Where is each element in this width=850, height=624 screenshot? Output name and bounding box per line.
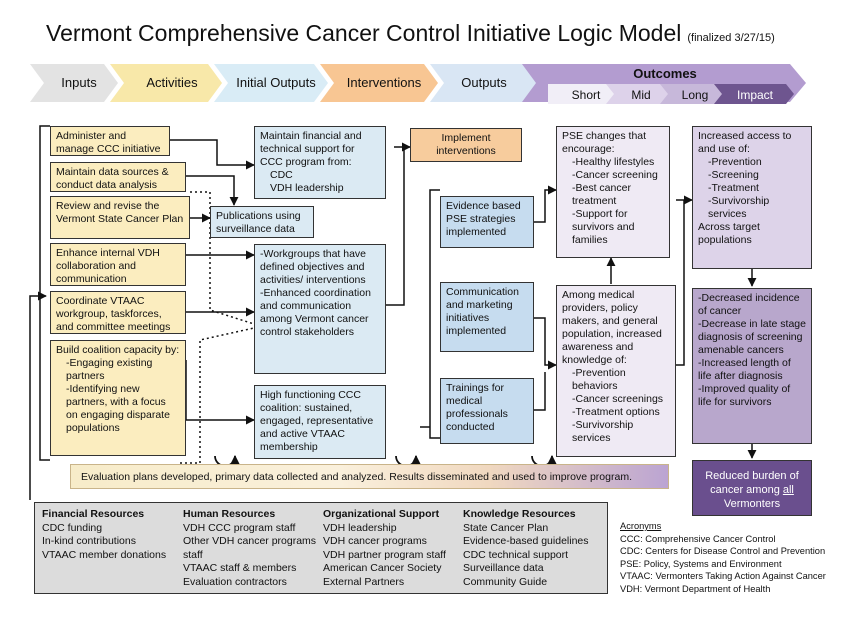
resource-human: Human Resources VDH CCC program staff Ot… (183, 508, 321, 589)
phase-impact: Impact (736, 88, 773, 102)
stage-initial-outputs: Initial Outputs (236, 75, 316, 90)
stage-arrow-outputs (430, 64, 538, 102)
resource-title: Human Resources (183, 508, 276, 520)
input-vtaac-coordination: Coordinate VTAAC workgroup, taskforces, … (50, 291, 186, 334)
pse-item: -Healthy lifestyles (572, 156, 655, 168)
input-state-plan: Review and revise the Vermont State Canc… (50, 196, 190, 239)
resource-knowledge: Knowledge Resources State Cancer Plan Ev… (463, 508, 603, 589)
financial-item: CDC (270, 169, 293, 181)
title-note: (finalized 3/27/15) (687, 32, 775, 44)
phase-arrow-mid (606, 84, 674, 104)
stage-arrow-initial-outputs (214, 64, 328, 102)
stage-arrow-activities (110, 64, 222, 102)
resource-organizational: Organizational Support VDH leadership VD… (323, 508, 461, 589)
awareness-item: -Treatment options (572, 406, 660, 418)
input-data-sources: Maintain data sources & conduct data ana… (50, 162, 186, 192)
pse-item: -Support for survivors and families (572, 208, 635, 246)
pse-lead: PSE changes that encourage: (562, 130, 647, 155)
phase-long: Long (681, 88, 709, 102)
stage-arrow-interventions (320, 64, 438, 102)
financial-item: VDH leadership (270, 182, 344, 194)
workgroups-item: -Workgroups that have defined objectives… (260, 248, 367, 286)
output-awareness: Among medical providers, policy makers, … (556, 285, 676, 457)
intervention-pse: Evidence based PSE strategies implemente… (440, 196, 534, 248)
awareness-item: -Survivorship services (572, 419, 634, 444)
resource-title: Knowledge Resources (463, 508, 576, 520)
stage-interventions: Interventions (346, 75, 422, 90)
stage-arrow-inputs (30, 64, 118, 102)
access-tail: Across target populations (698, 221, 760, 246)
phase-short: Short (571, 88, 601, 102)
financial-lead: Maintain financial and technical support… (260, 130, 362, 168)
stage-outputs: Outputs (461, 75, 507, 90)
outcome-long-term: -Decreased incidence of cancer -Decrease… (692, 288, 812, 444)
awareness-item: -Prevention behaviors (572, 367, 626, 392)
access-item: -Survivorship services (708, 195, 770, 220)
resource-title: Financial Resources (42, 508, 145, 520)
acronyms-legend: Acronyms CCC: Comprehensive Cancer Contr… (620, 520, 846, 596)
output-workgroups: -Workgroups that have defined objectives… (254, 244, 386, 374)
acronym-item: CDC: Centers for Disease Control and Pre… (620, 546, 826, 557)
acronym-item: VDH: Vermont Department of Health (620, 583, 771, 594)
implement-interventions: Implement interventions (410, 128, 522, 162)
phase-arrow-impact (714, 84, 794, 104)
resource-financial: Financial Resources CDC funding In-kind … (42, 508, 177, 562)
stage-inputs: Inputs (61, 75, 97, 90)
long-item: -Decreased incidence of cancer (698, 292, 800, 317)
output-pse-changes: PSE changes that encourage: -Healthy lif… (556, 126, 670, 258)
resource-title: Organizational Support (323, 508, 440, 520)
phase-mid: Mid (631, 88, 651, 102)
stage-outcomes: Outcomes (633, 66, 697, 81)
coalition-lead: Build coalition capacity by: (56, 344, 180, 356)
input-vdh-collaboration: Enhance internal VDH collaboration and c… (50, 243, 186, 286)
workgroups-item: -Enhanced coordination and communication… (260, 287, 371, 338)
long-item: -Improved quality of life for survivors (698, 383, 791, 408)
pse-item: -Cancer screening (572, 169, 658, 181)
page-title: Vermont Comprehensive Cancer Control Ini… (46, 20, 775, 46)
output-financial-support: Maintain financial and technical support… (254, 126, 386, 199)
phase-arrow-short (548, 84, 620, 104)
awareness-lead: Among medical providers, policy makers, … (562, 289, 662, 366)
resources-box: Financial Resources CDC funding In-kind … (34, 502, 608, 594)
coalition-item: -Engaging existing partners (66, 357, 153, 382)
intervention-trainings: Trainings for medical professionals cond… (440, 378, 534, 444)
intervention-communication: Communication and marketing initiatives … (440, 282, 534, 352)
acronyms-title: Acronyms (620, 521, 662, 531)
acronym-item: PSE: Policy, Systems and Environment (620, 558, 782, 569)
outcome-impact: Reduced burden of cancer among all Vermo… (692, 460, 812, 516)
access-item: -Screening (708, 169, 759, 181)
access-lead: Increased access to and use of: (698, 130, 792, 155)
input-coalition-capacity: Build coalition capacity by: -Engaging e… (50, 340, 186, 456)
phase-arrow-long (660, 84, 728, 104)
acronym-item: VTAAC: Vermonters Taking Action Against … (620, 571, 826, 582)
pse-item: -Best cancer treatment (572, 182, 631, 207)
awareness-item: -Cancer screenings (572, 393, 664, 405)
coalition-item: -Identifying new partners, with a focus … (66, 383, 170, 434)
stage-activities: Activities (146, 75, 198, 90)
evaluation-bar: Evaluation plans developed, primary data… (70, 464, 669, 489)
access-item: -Prevention (708, 156, 762, 168)
outcome-access: Increased access to and use of: -Prevent… (692, 126, 812, 269)
access-item: -Treatment (708, 182, 759, 194)
output-coalition: High functioning CCC coalition: sustaine… (254, 385, 386, 459)
output-publications: Publications using surveillance data (210, 206, 314, 238)
long-item: -Increased length of life after diagnosi… (698, 357, 791, 382)
input-administer: Administer and manage CCC initiative (50, 126, 170, 156)
acronym-item: CCC: Comprehensive Cancer Control (620, 533, 776, 544)
long-item: -Decrease in late stage diagnosis of scr… (698, 318, 806, 356)
